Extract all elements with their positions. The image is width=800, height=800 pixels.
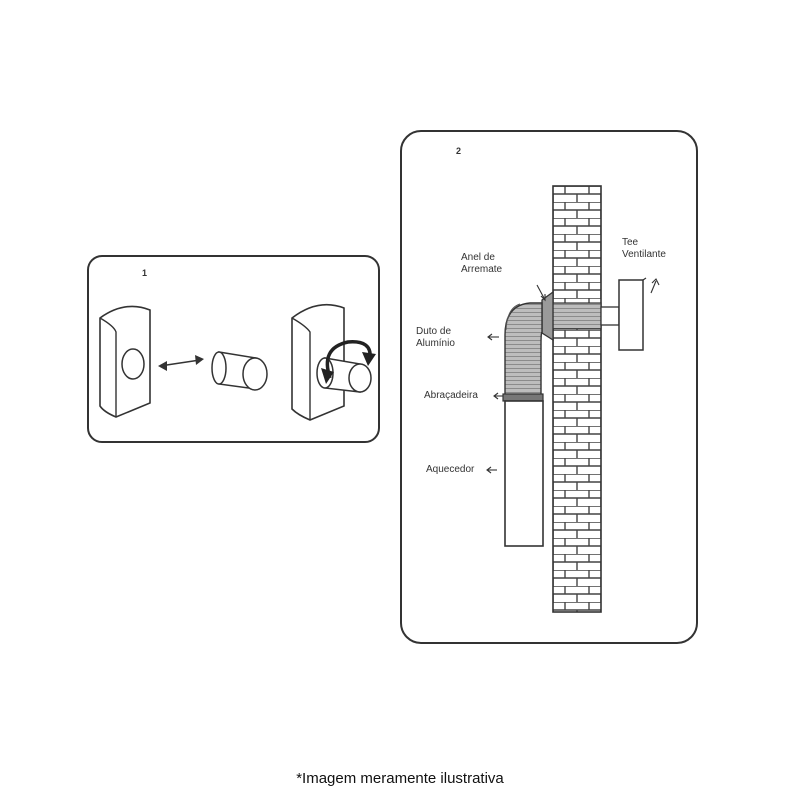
rotate-arrow-icon (321, 340, 376, 384)
panel-1-number: 1 (142, 268, 148, 278)
heater-unit (504, 400, 544, 547)
label-trim-ring-line1: Anel de (461, 252, 495, 263)
label-clamp: Abraçadeira (424, 390, 478, 401)
label-vent-tee: Tee Ventilante (622, 237, 666, 261)
panel-2-number: 2 (456, 146, 462, 156)
panel-1 (87, 255, 380, 443)
aluminum-duct (504, 302, 543, 398)
label-aluminum-duct: Duto de Alumínio (416, 326, 455, 350)
label-trim-ring-line2: Arremate (461, 264, 503, 275)
label-trim-ring: Anel de Arremate (461, 252, 502, 276)
pointer-arrows (486, 278, 660, 474)
panel-2 (400, 130, 698, 644)
label-heater: Aquecedor (426, 464, 475, 475)
clamp (502, 393, 544, 402)
label-vent-tee-line1: Tee (622, 237, 639, 248)
wall-through-pipe (552, 302, 620, 330)
label-aluminum-duct-line2: Alumínio (416, 338, 455, 349)
label-aluminum-duct-line1: Duto de (416, 326, 452, 337)
pipe-segment (211, 351, 268, 391)
brick-wall (552, 185, 602, 613)
double-arrow-icon (158, 355, 204, 371)
illustrative-caption: *Imagem meramente ilustrativa (296, 770, 504, 787)
wall-fitting-left (99, 305, 151, 418)
vent-tee (618, 277, 647, 351)
label-vent-tee-line2: Ventilante (622, 249, 666, 260)
